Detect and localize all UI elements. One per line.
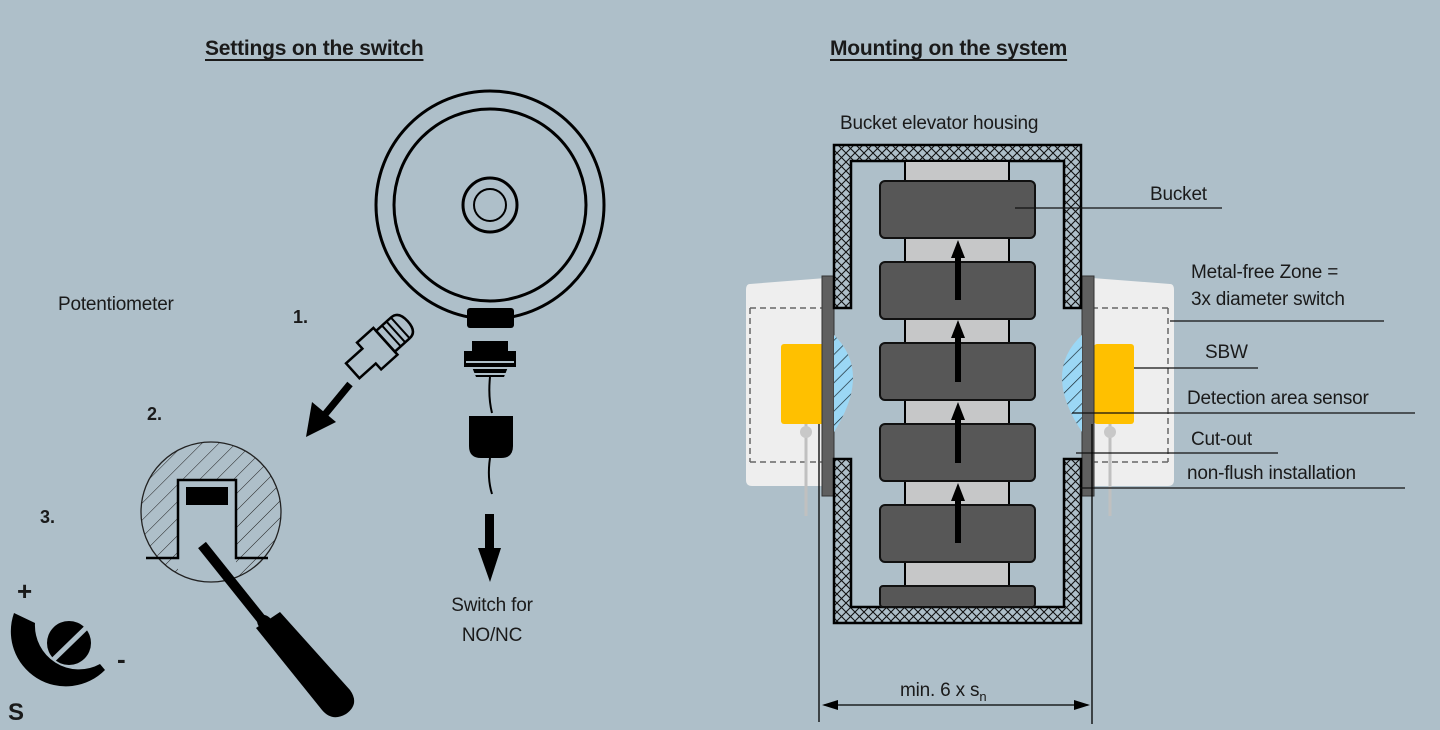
potentiometer-label: Potentiometer xyxy=(58,294,174,315)
callout-metal-free-zone-line2: 3x diameter switch xyxy=(1191,289,1345,310)
down-arrow-icon xyxy=(478,514,501,582)
step-3-label: 3. xyxy=(40,507,56,527)
mounting-bracket-right xyxy=(1081,275,1174,516)
mounting-heading: Mounting on the system xyxy=(830,37,1068,60)
dial-s-symbol: S xyxy=(8,699,25,726)
buckets xyxy=(879,180,1036,608)
callout-cut-out: Cut-out xyxy=(1191,429,1252,450)
dimension-label: min. 6 x sn xyxy=(900,680,987,704)
step-2-label: 2. xyxy=(147,404,163,424)
switch-top-view xyxy=(374,89,606,328)
potentiometer-section-icon xyxy=(140,441,355,718)
detection-area-right xyxy=(1062,335,1082,432)
sensor-sbw-left xyxy=(781,344,825,424)
housing-label: Bucket elevator housing xyxy=(840,113,1039,134)
switch-label-line2: NO/NC xyxy=(461,625,523,646)
dial-plus-symbol: + xyxy=(17,576,33,606)
settings-heading: Settings on the switch xyxy=(205,37,424,60)
screw-cap-icon xyxy=(344,313,415,380)
switch-label-line1: Switch for xyxy=(451,595,533,616)
dimension-line xyxy=(818,424,1093,724)
callout-sbw: SBW xyxy=(1205,342,1248,363)
callout-metal-free-zone: Metal-free Zone = xyxy=(1191,262,1339,283)
adjustment-dial-icon xyxy=(10,613,106,687)
bucket xyxy=(879,585,1036,608)
callout-detection-area: Detection area sensor xyxy=(1187,388,1369,409)
motion-arrows xyxy=(951,240,965,543)
detection-area-left xyxy=(834,335,853,432)
mounting-bracket-left xyxy=(746,275,835,516)
bucket xyxy=(879,180,1036,239)
dimension-subscript: n xyxy=(979,688,987,704)
sensor-sbw-right xyxy=(1094,344,1134,424)
elevator-housing xyxy=(832,143,1083,625)
switch-center-inner xyxy=(473,188,507,222)
callout-leaders xyxy=(1015,207,1415,489)
dial-minus-symbol: - xyxy=(117,644,126,674)
dimension-text: min. 6 x s xyxy=(900,680,980,701)
callout-non-flush: non-flush installation xyxy=(1187,463,1356,484)
switch-outer-ring xyxy=(374,89,606,321)
switch-cable-gland xyxy=(467,308,514,328)
switch-inner-ring xyxy=(392,107,588,303)
step-1-label: 1. xyxy=(293,307,309,327)
callout-bucket: Bucket xyxy=(1150,184,1207,205)
cable-connector-icon xyxy=(464,341,516,495)
remove-arrow-icon xyxy=(306,381,353,437)
switch-center-outer xyxy=(461,176,519,234)
